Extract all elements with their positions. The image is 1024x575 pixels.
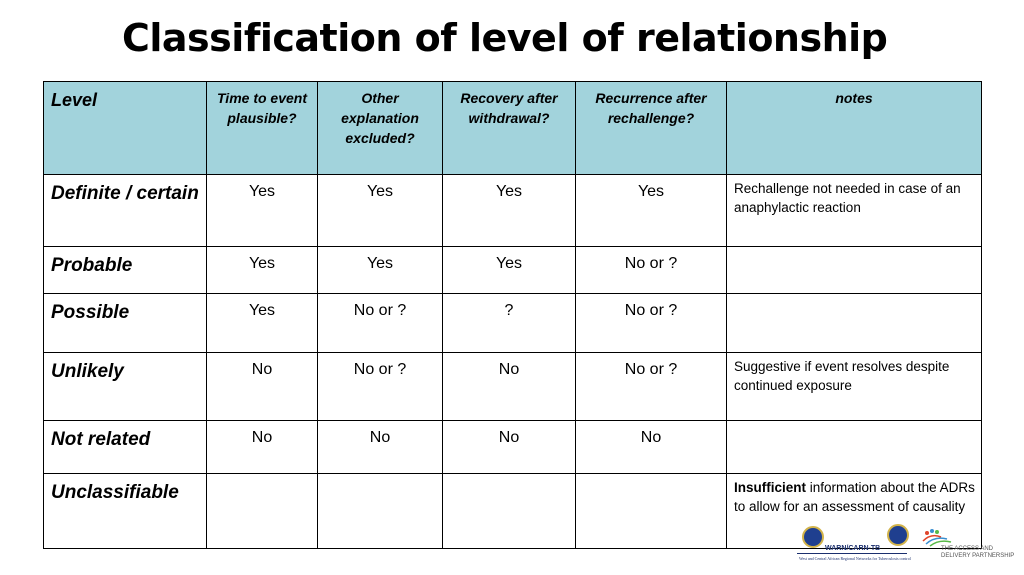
relationship-table: Level Time to event plausible? Other exp… <box>43 81 982 549</box>
time-cell <box>206 473 318 549</box>
time-cell: No <box>206 352 318 421</box>
logo-divider <box>797 553 907 554</box>
recurrence-cell: No or ? <box>575 293 727 353</box>
level-cell: Probable <box>43 246 207 294</box>
table-row: Possible Yes No or ? ? No or ? <box>43 293 982 353</box>
header-recovery: Recovery after withdrawal? <box>442 81 576 175</box>
time-cell: Yes <box>206 246 318 294</box>
notes-emphasis: Insufficient <box>734 480 807 495</box>
time-cell: Yes <box>206 293 318 353</box>
level-cell: Definite / certain <box>43 174 207 247</box>
level-cell: Possible <box>43 293 207 353</box>
other-cell <box>317 473 443 549</box>
recurrence-cell: No or ? <box>575 352 727 421</box>
recurrence-cell: No or ? <box>575 246 727 294</box>
recurrence-cell <box>575 473 727 549</box>
notes-cell <box>726 293 982 353</box>
other-cell: No or ? <box>317 352 443 421</box>
recovery-cell <box>442 473 576 549</box>
recurrence-cell: No <box>575 420 727 474</box>
notes-cell <box>726 420 982 474</box>
recovery-cell: Yes <box>442 174 576 247</box>
seal-logo-icon <box>887 524 909 546</box>
carn-logo-label: WARN/CARN-TB <box>825 545 881 552</box>
access-delivery-label: THE ACCESS AND DELIVERY PARTNERSHIP <box>941 546 1015 559</box>
notes-cell: Rechallenge not needed in case of an ana… <box>726 174 982 247</box>
header-recurrence: Recurrence after rechallenge? <box>575 81 727 175</box>
level-cell: Not related <box>43 420 207 474</box>
time-cell: No <box>206 420 318 474</box>
header-time-to-event: Time to event plausible? <box>206 81 318 175</box>
notes-text: Suggestive if event resolves despite con… <box>734 359 950 393</box>
other-cell: No <box>317 420 443 474</box>
other-cell: Yes <box>317 174 443 247</box>
other-cell: No or ? <box>317 293 443 353</box>
recurrence-cell: Yes <box>575 174 727 247</box>
level-cell: Unlikely <box>43 352 207 421</box>
recovery-cell: Yes <box>442 246 576 294</box>
header-notes: notes <box>726 81 982 175</box>
table-row: Unlikely No No or ? No No or ? Suggestiv… <box>43 352 982 421</box>
level-cell: Unclassifiable <box>43 473 207 549</box>
notes-cell <box>726 246 982 294</box>
access-delivery-logo-icon <box>922 529 952 547</box>
recovery-cell: No <box>442 420 576 474</box>
carn-logo-subtitle: West and Central African Regional Networ… <box>799 556 911 561</box>
footer-logos: WARN/CARN-TB West and Central African Re… <box>795 522 1014 572</box>
notes-text: information about the ADRs to allow for … <box>734 480 975 514</box>
table-row: Unclassifiable Insufficient information … <box>43 473 982 549</box>
time-cell: Yes <box>206 174 318 247</box>
notes-cell: Suggestive if event resolves despite con… <box>726 352 982 421</box>
header-other-explanation: Other explanation excluded? <box>317 81 443 175</box>
slide-title: Classification of level of relationship <box>122 16 888 60</box>
other-cell: Yes <box>317 246 443 294</box>
seal-logo-icon <box>802 526 824 548</box>
table-row: Probable Yes Yes Yes No or ? <box>43 246 982 294</box>
recovery-cell: ? <box>442 293 576 353</box>
header-level: Level <box>43 81 207 175</box>
table-row: Not related No No No No <box>43 420 982 474</box>
notes-text: Rechallenge not needed in case of an ana… <box>734 181 961 215</box>
table-header-row: Level Time to event plausible? Other exp… <box>43 81 982 175</box>
recovery-cell: No <box>442 352 576 421</box>
table-row: Definite / certain Yes Yes Yes Yes Recha… <box>43 174 982 247</box>
